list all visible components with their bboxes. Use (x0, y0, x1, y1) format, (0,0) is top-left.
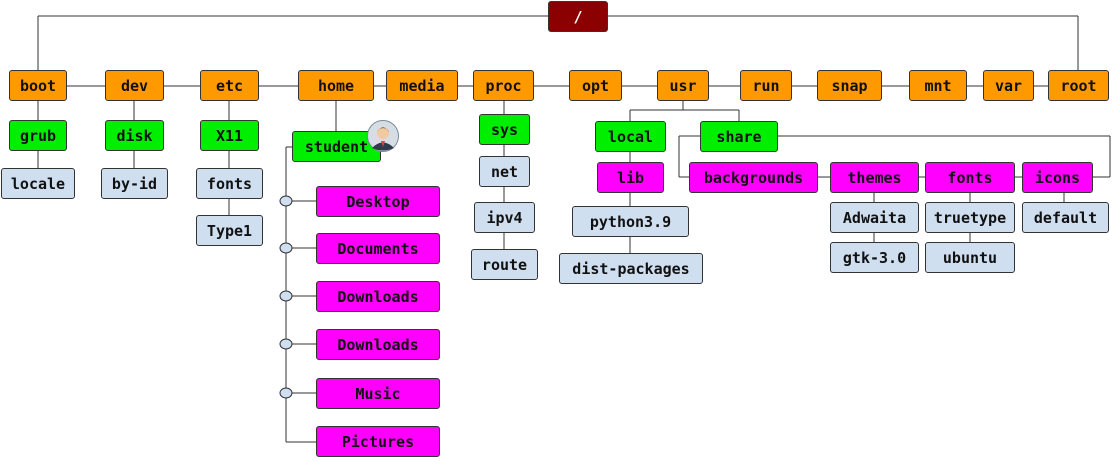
user-avatar-icon (367, 120, 399, 152)
node-disk: disk (105, 120, 164, 151)
node-local: local (595, 121, 666, 152)
node-music: Music (316, 378, 440, 409)
node-adwaita: Adwaita (830, 202, 919, 233)
node-dev: dev (105, 70, 164, 101)
node-home: home (298, 70, 374, 101)
node-var: var (983, 70, 1034, 101)
node-run: run (740, 70, 792, 101)
node-net: net (479, 156, 530, 187)
node-python: python3.9 (572, 206, 689, 237)
node-student: student (292, 131, 381, 162)
branch-junction (279, 195, 293, 207)
node-ubuntu: ubuntu (925, 242, 1015, 273)
node-downloads-1: Downloads (316, 281, 440, 312)
node-x11: X11 (200, 120, 259, 151)
node-sys: sys (479, 114, 530, 145)
node-lib: lib (597, 162, 664, 193)
node-by-id: by-id (101, 168, 168, 199)
node-documents: Documents (316, 233, 440, 264)
branch-junction (279, 387, 293, 399)
node-locale: locale (1, 168, 75, 199)
node-share-fonts: fonts (925, 162, 1015, 193)
node-backgrounds: backgrounds (689, 162, 818, 193)
node-dist-packages: dist-packages (559, 253, 703, 284)
node-usr: usr (657, 70, 709, 101)
node-route: route (471, 249, 538, 280)
node-mnt: mnt (909, 70, 967, 101)
node-snap: snap (817, 70, 882, 101)
node-root: / (548, 1, 608, 32)
node-default: default (1022, 202, 1109, 233)
node-media: media (386, 70, 458, 101)
node-grub: grub (9, 120, 67, 151)
node-icons: icons (1022, 162, 1093, 193)
node-themes: themes (830, 162, 919, 193)
node-gtk: gtk-3.0 (830, 242, 919, 273)
node-ipv4: ipv4 (474, 202, 535, 233)
branch-junction (279, 290, 293, 302)
node-opt: opt (569, 70, 622, 101)
node-type1: Type1 (196, 215, 263, 246)
node-downloads-2: Downloads (316, 329, 440, 360)
node-boot: boot (9, 70, 67, 101)
branch-junction (279, 242, 293, 254)
node-proc: proc (473, 70, 534, 101)
node-desktop: Desktop (316, 186, 440, 217)
node-root-dir: root (1048, 70, 1109, 101)
node-etc-fonts: fonts (196, 168, 263, 199)
node-truetype: truetype (925, 202, 1015, 233)
branch-junction (279, 338, 293, 350)
node-pictures: Pictures (316, 426, 440, 457)
node-share: share (700, 121, 778, 152)
node-etc: etc (200, 70, 259, 101)
